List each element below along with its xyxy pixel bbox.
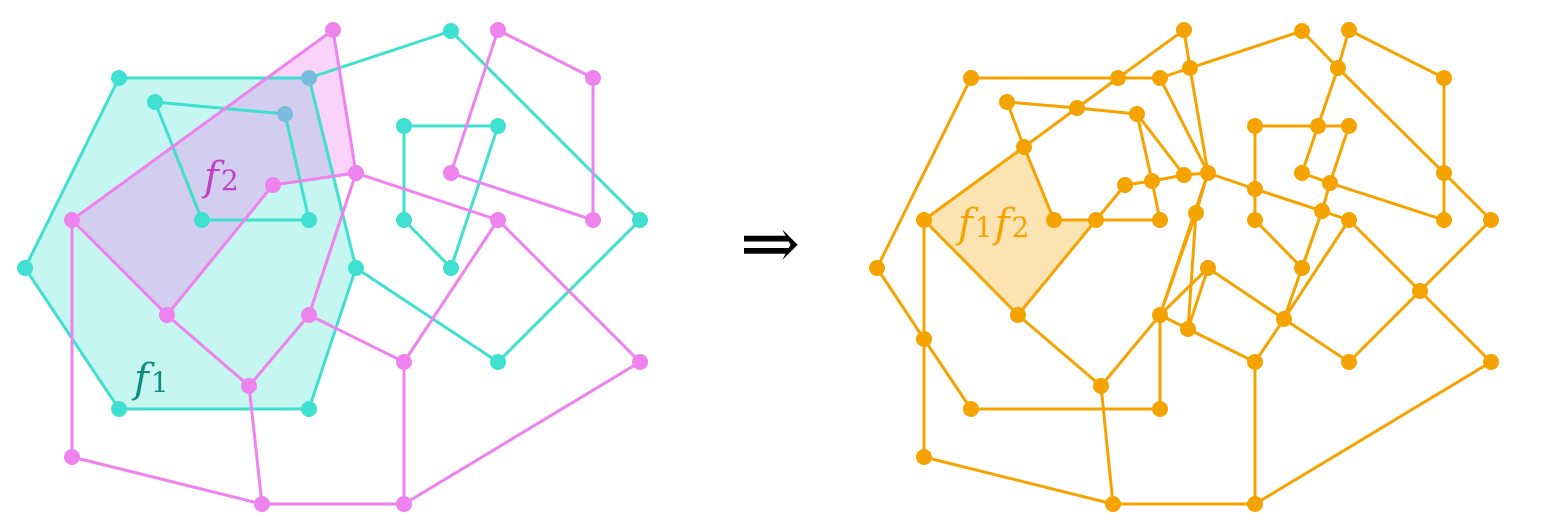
merged-graph-edges bbox=[875, 28, 1493, 506]
right-panel: f1f2 bbox=[869, 22, 1499, 512]
merged-graph-nodes bbox=[869, 22, 1499, 512]
left-panel: f1 f2 bbox=[17, 22, 648, 512]
magenta-graph-edges bbox=[70, 27, 642, 506]
face-f2-fill bbox=[72, 30, 356, 315]
magenta-graph-nodes bbox=[64, 22, 648, 512]
implies-arrow: ⇒ bbox=[740, 201, 800, 285]
cyan-graph-nodes bbox=[17, 23, 648, 417]
merged-face-fill bbox=[924, 147, 1096, 315]
face-f1-fill bbox=[25, 78, 356, 409]
